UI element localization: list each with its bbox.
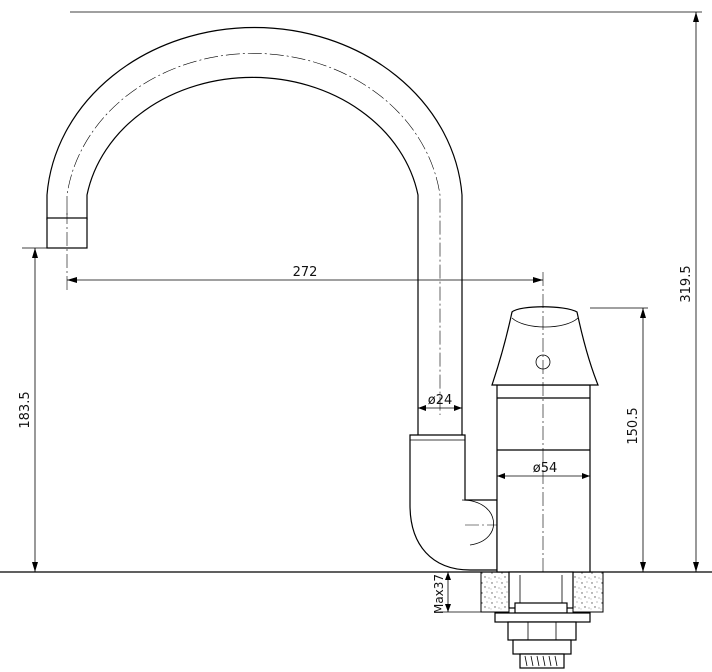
body-height-label: 150.5 — [626, 407, 641, 444]
gooseneck-spout — [46, 26, 463, 435]
body-diameter-label: ø54 — [533, 461, 558, 476]
spout-height-label: 183.5 — [18, 391, 33, 428]
countertop-section — [480, 571, 604, 613]
mixer-body — [496, 384, 591, 573]
lever-handle — [491, 306, 599, 386]
dim-spout-diameter: ø24 — [418, 393, 462, 411]
dim-body-height: 150.5 — [626, 308, 646, 572]
dim-spout-reach: 272 — [67, 265, 543, 283]
spout-diameter-label: ø24 — [428, 393, 453, 408]
mounting-assembly — [494, 571, 591, 669]
dim-total-height: 319.5 — [679, 12, 699, 572]
spout-reach-label: 272 — [293, 265, 318, 280]
dim-spout-height: 183.5 — [18, 248, 38, 572]
dim-max-deck-thickness: Max37 — [432, 572, 481, 614]
max-deck-thickness-label: Max37 — [432, 574, 446, 614]
dim-body-diameter: ø54 — [497, 461, 590, 479]
total-height-label: 319.5 — [679, 265, 694, 302]
